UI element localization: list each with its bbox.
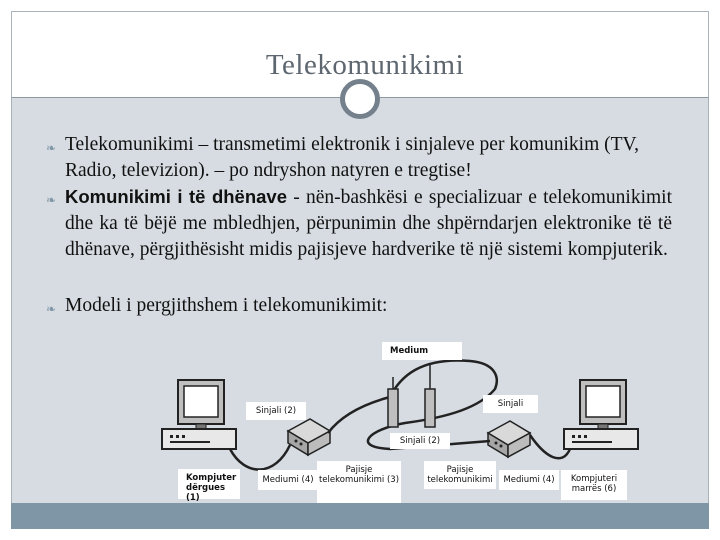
bullet-1-text: Telekomunikimi – transmetimi elektronik … xyxy=(65,134,639,181)
sender-computer-icon xyxy=(161,379,237,450)
medium-pole-left xyxy=(387,388,399,428)
bullet-2-term: Komunikimi i të dhënave xyxy=(65,186,287,207)
device-right-label: Pajisje telekomunikimi xyxy=(424,461,496,489)
signal-right-label: Sinjali xyxy=(483,395,538,413)
slide-title: Telekomunikimi xyxy=(265,49,465,81)
circle-ornament xyxy=(340,79,380,119)
signal-2-center-label: Sinjali (2) xyxy=(390,433,450,449)
right-modem-icon xyxy=(486,420,532,459)
signal-2-left-label: Sinjali (2) xyxy=(246,402,306,420)
diagram-graphics xyxy=(161,359,639,471)
medium-4-right-label: Mediumi (4) xyxy=(499,470,559,490)
left-modem-icon xyxy=(286,418,332,457)
bullet-marker-icon: ❧ xyxy=(46,302,57,316)
sender-computer-label: Kompjuter dërgues (1) xyxy=(178,469,240,503)
bullet-2-text: Komunikimi i të dhënave - nën-bashkësi e… xyxy=(65,184,672,263)
receiver-computer-icon xyxy=(563,379,639,450)
bullet-marker-icon: ❧ xyxy=(46,193,57,207)
medium-4-left-label: Mediumi (4) xyxy=(258,470,318,490)
footer-bar xyxy=(11,503,709,529)
receiver-computer-label: Kompjuteri marrës (6) xyxy=(561,470,627,500)
bullet-3-text: Modeli i pergjithshem i telekomunikimit: xyxy=(65,295,388,316)
medium-label: Medium xyxy=(382,342,462,360)
device-3-label: Pajisje telekomunikimi (3) xyxy=(317,461,401,505)
medium-pole-right xyxy=(424,388,436,428)
bullet-2-body: - nën-bashkësi e specializuar e telekomu… xyxy=(65,187,672,260)
left-local-cable xyxy=(228,444,292,471)
right-local-cable xyxy=(528,434,572,460)
bullet-marker-icon: ❧ xyxy=(46,141,57,155)
telecom-model-diagram: Medium Sinjali (2) Sinjali Sinjali (2) K… xyxy=(150,337,650,507)
